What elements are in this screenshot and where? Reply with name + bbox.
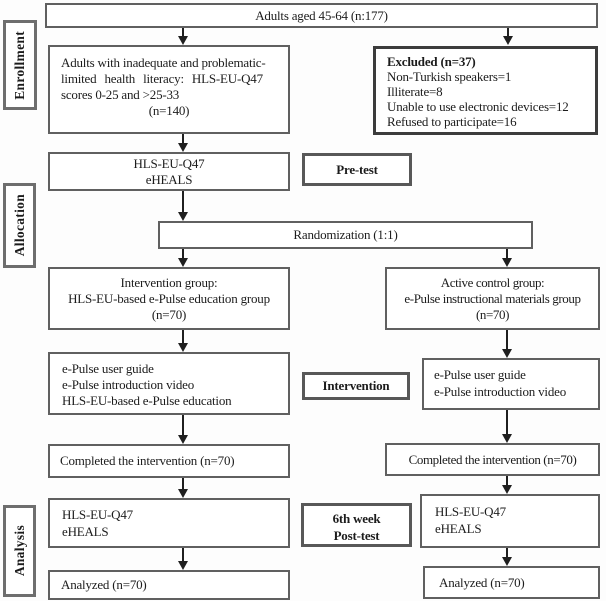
- completed-left-box: Completed the intervention (n=70): [48, 444, 290, 478]
- phase-label-posttest-line: Post-test: [333, 528, 380, 543]
- eligible-n: (n=140): [148, 103, 190, 118]
- excluded-title: Excluded (n=37): [387, 54, 476, 69]
- arrow-completed-to-posttest-right: [506, 476, 508, 486]
- phase-label-intervention-text: Intervention: [322, 378, 390, 393]
- stage-label-enrollment: Enrollment: [3, 20, 37, 110]
- phase-label-pretest-text: Pre-test: [336, 162, 378, 177]
- stage-label-allocation-text: Allocation: [11, 194, 27, 257]
- eligible-line: scores 0-25 and >25-33: [61, 87, 180, 102]
- analyzed-right-box: Analyzed (n=70): [423, 566, 600, 599]
- content-line: HLS-EU-based e-Pulse education: [62, 393, 232, 408]
- phase-label-posttest-line: 6th week: [332, 511, 381, 526]
- group-line: e-Pulse instructional materials group: [404, 291, 581, 306]
- arrow-pretest-to-randomization: [182, 191, 184, 213]
- measure-line: eHEALS: [62, 524, 109, 539]
- measure-line: HLS-EU-Q47: [62, 507, 133, 522]
- population-box: Adults aged 45-64 (n:177): [45, 3, 598, 28]
- group-line: HLS-EU-based e-Pulse education group: [68, 291, 270, 306]
- analyzed-right-text: Analyzed (n=70): [439, 575, 525, 590]
- measure-line: HLS-EU-Q47: [435, 504, 506, 519]
- arrow-control-group-to-content: [506, 330, 508, 350]
- arrow-population-to-excluded: [507, 28, 509, 37]
- stage-label-analysis-text: Analysis: [11, 525, 27, 577]
- eligible-box: Adults with inadequate and problematic- …: [48, 45, 290, 134]
- group-line: Active control group:: [440, 275, 545, 290]
- group-line: (n=70): [475, 307, 510, 322]
- completed-left-text: Completed the intervention (n=70): [60, 453, 235, 468]
- excluded-box: Excluded (n=37) Non-Turkish speakers=1 I…: [373, 46, 598, 135]
- content-line: e-Pulse user guide: [434, 367, 526, 382]
- measure-line: eHEALS: [145, 172, 193, 187]
- analyzed-left-text: Analyzed (n=70): [61, 577, 147, 592]
- arrow-posttest-to-analyzed-right: [506, 548, 508, 558]
- randomization-box: Randomization (1:1): [158, 221, 533, 249]
- population-text: Adults aged 45-64 (n:177): [255, 8, 388, 23]
- arrow-completed-to-posttest-left: [182, 478, 184, 490]
- posttest-measures-right-box: HLS-EU-Q47 eHEALS: [420, 494, 600, 548]
- excluded-reason: Refused to participate=16: [387, 114, 517, 129]
- completed-right-box: Completed the intervention (n=70): [385, 443, 600, 476]
- control-content-box: e-Pulse user guide e-Pulse introduction …: [422, 358, 600, 410]
- intervention-content-box: e-Pulse user guide e-Pulse introduction …: [48, 352, 290, 415]
- group-line: (n=70): [151, 307, 187, 322]
- intervention-group-box: Intervention group: HLS-EU-based e-Pulse…: [48, 267, 290, 330]
- arrow-eligible-to-pretest-measures: [182, 134, 184, 144]
- phase-label-posttest: 6th week Post-test: [301, 503, 412, 547]
- arrow-randomization-to-intervention-group: [182, 249, 184, 259]
- phase-label-pretest: Pre-test: [302, 153, 412, 186]
- eligible-line: Adults with inadequate and problematic-: [61, 55, 266, 70]
- posttest-measures-left-box: HLS-EU-Q47 eHEALS: [48, 498, 290, 548]
- phase-label-intervention: Intervention: [302, 372, 410, 400]
- content-line: e-Pulse user guide: [62, 361, 154, 376]
- eligible-line: limited health literacy: HLS-EU-Q47: [61, 71, 263, 86]
- randomization-text: Randomization (1:1): [293, 227, 398, 242]
- analyzed-left-box: Analyzed (n=70): [48, 570, 290, 600]
- measure-line: HLS-EU-Q47: [133, 156, 205, 171]
- group-line: Intervention group:: [120, 275, 218, 290]
- stage-label-analysis: Analysis: [3, 505, 36, 597]
- completed-right-text: Completed the intervention (n=70): [408, 452, 577, 467]
- arrow-content-to-completed-right: [506, 410, 508, 435]
- stage-label-allocation: Allocation: [3, 183, 36, 268]
- measure-line: eHEALS: [435, 521, 482, 536]
- content-line: e-Pulse introduction video: [62, 377, 194, 392]
- arrow-content-to-completed-left: [182, 415, 184, 436]
- arrow-intervention-group-to-content: [182, 330, 184, 344]
- arrow-randomization-to-control-group: [506, 249, 508, 259]
- pretest-measures-box: HLS-EU-Q47 eHEALS: [48, 152, 290, 191]
- excluded-reason: Non-Turkish speakers=1: [387, 69, 512, 84]
- control-group-box: Active control group: e-Pulse instructio…: [385, 267, 600, 330]
- arrow-population-to-eligible: [182, 28, 184, 37]
- arrow-posttest-to-analyzed-left: [182, 548, 184, 562]
- content-line: e-Pulse introduction video: [434, 384, 566, 399]
- excluded-reason: Unable to use electronic devices=12: [387, 99, 569, 114]
- excluded-reason: Illiterate=8: [387, 84, 443, 99]
- stage-label-enrollment-text: Enrollment: [12, 30, 27, 100]
